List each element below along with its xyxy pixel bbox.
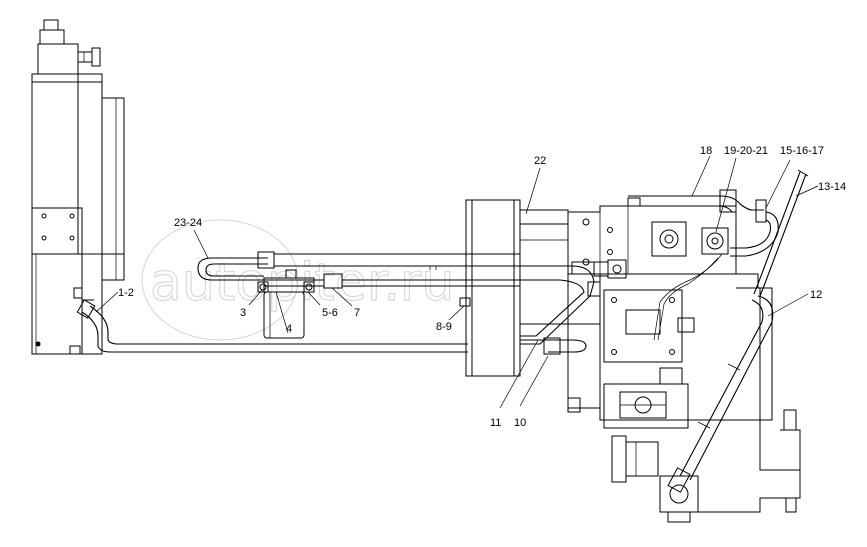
callout-22: 22	[534, 155, 546, 167]
callout-19-20-21: 19-20-21	[724, 145, 768, 157]
leader-lines	[95, 155, 819, 409]
callout-3: 3	[240, 307, 246, 319]
callout-10: 10	[514, 417, 526, 429]
callout-5-6: 5-6	[322, 307, 338, 319]
dipstick-13-14	[753, 169, 809, 297]
hose-12	[667, 295, 774, 493]
watermark-text: autopiter.ru	[150, 253, 454, 313]
transmission-body	[567, 197, 801, 523]
callout-4: 4	[286, 323, 292, 335]
oil-filter	[257, 269, 315, 339]
watermark: autopiter.ru	[141, 219, 455, 341]
radiator-assembly	[31, 19, 125, 355]
callout-labels: 1-2 3 4 5-6 7 8-9 10 11 12 13-14 15-16-1…	[118, 145, 846, 429]
pipe-18	[628, 189, 779, 257]
hoses-10-11	[520, 259, 627, 355]
callout-18: 18	[700, 145, 712, 157]
callout-8-9: 8-9	[436, 321, 452, 333]
callout-7: 7	[354, 307, 360, 319]
callout-11: 11	[490, 417, 501, 429]
main-return-hose	[76, 299, 468, 353]
callout-13-14: 13-14	[818, 181, 846, 193]
flywheel-housing	[465, 199, 569, 377]
callout-12: 12	[810, 289, 822, 301]
callout-15-16-17: 15-16-17	[780, 145, 824, 157]
callout-1-2: 1-2	[118, 287, 134, 299]
fitting-8-9	[459, 297, 471, 307]
line-19-20-21	[653, 253, 723, 341]
callout-23-24: 23-24	[174, 217, 202, 229]
